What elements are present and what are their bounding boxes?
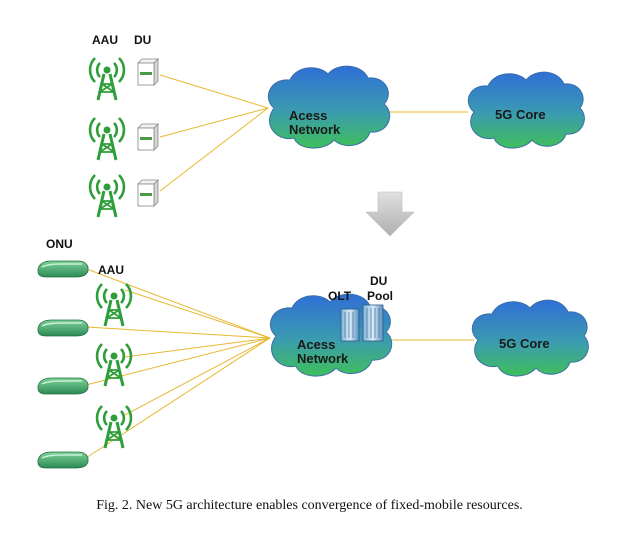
aau-tower-icon <box>95 404 133 450</box>
du-pool-label-line1: DU <box>370 274 387 288</box>
du-box-icon <box>137 58 159 86</box>
onu-device-icon <box>37 451 89 469</box>
top-access-label-line1: Acess <box>289 108 327 123</box>
bottom-access-label-line2: Network <box>297 351 349 366</box>
aau-tower-icon <box>88 116 126 162</box>
bottom-aau-group <box>95 282 133 450</box>
aau-tower-icon <box>95 342 133 388</box>
link-line <box>83 267 271 339</box>
top-5g-core-cloud: 5G Core <box>467 71 585 149</box>
onu-device-icon <box>37 319 89 337</box>
link-line <box>124 337 271 358</box>
bottom-access-label-line1: Acess <box>297 337 335 352</box>
bottom-aau-label: AAU <box>98 263 124 277</box>
bottom-onu-group <box>37 260 89 469</box>
top-aau-group <box>88 56 126 219</box>
du-box-icon <box>137 123 159 151</box>
top-access-network-cloud: Acess Network <box>268 65 391 149</box>
link-line <box>159 74 269 109</box>
du-box-icon <box>137 179 159 207</box>
figure-caption: Fig. 2. New 5G architecture enables conv… <box>96 498 523 513</box>
top-du-group <box>137 58 159 207</box>
top-du-label: DU <box>134 33 151 47</box>
top-aau-label: AAU <box>92 33 118 47</box>
olt-label: OLT <box>328 289 352 303</box>
cloud-icon <box>268 65 391 149</box>
onu-device-icon <box>37 260 89 278</box>
cloud-icon <box>467 71 585 149</box>
link-line <box>85 326 271 339</box>
top-core-label: 5G Core <box>495 107 546 122</box>
bottom-5g-core-cloud: 5G Core <box>471 299 589 377</box>
cloud-icon <box>270 293 393 377</box>
bottom-access-network-cloud: Acess Network <box>270 293 393 377</box>
link-line <box>124 289 271 339</box>
du-pool-label-line2: Pool <box>367 289 393 303</box>
aau-tower-icon <box>88 56 126 102</box>
top-access-label-line2: Network <box>289 122 341 137</box>
aau-tower-icon <box>88 173 126 219</box>
onu-device-icon <box>37 377 89 395</box>
top-links <box>159 74 468 192</box>
bottom-core-label: 5G Core <box>499 336 550 351</box>
link-line <box>159 107 269 192</box>
link-line <box>124 337 271 416</box>
cloud-icon <box>471 299 589 377</box>
du-pool-server-icon <box>362 304 384 342</box>
olt-server-icon <box>340 308 360 342</box>
down-arrow-icon <box>365 191 415 237</box>
link-line <box>159 107 269 138</box>
bottom-onu-label: ONU <box>46 237 73 251</box>
